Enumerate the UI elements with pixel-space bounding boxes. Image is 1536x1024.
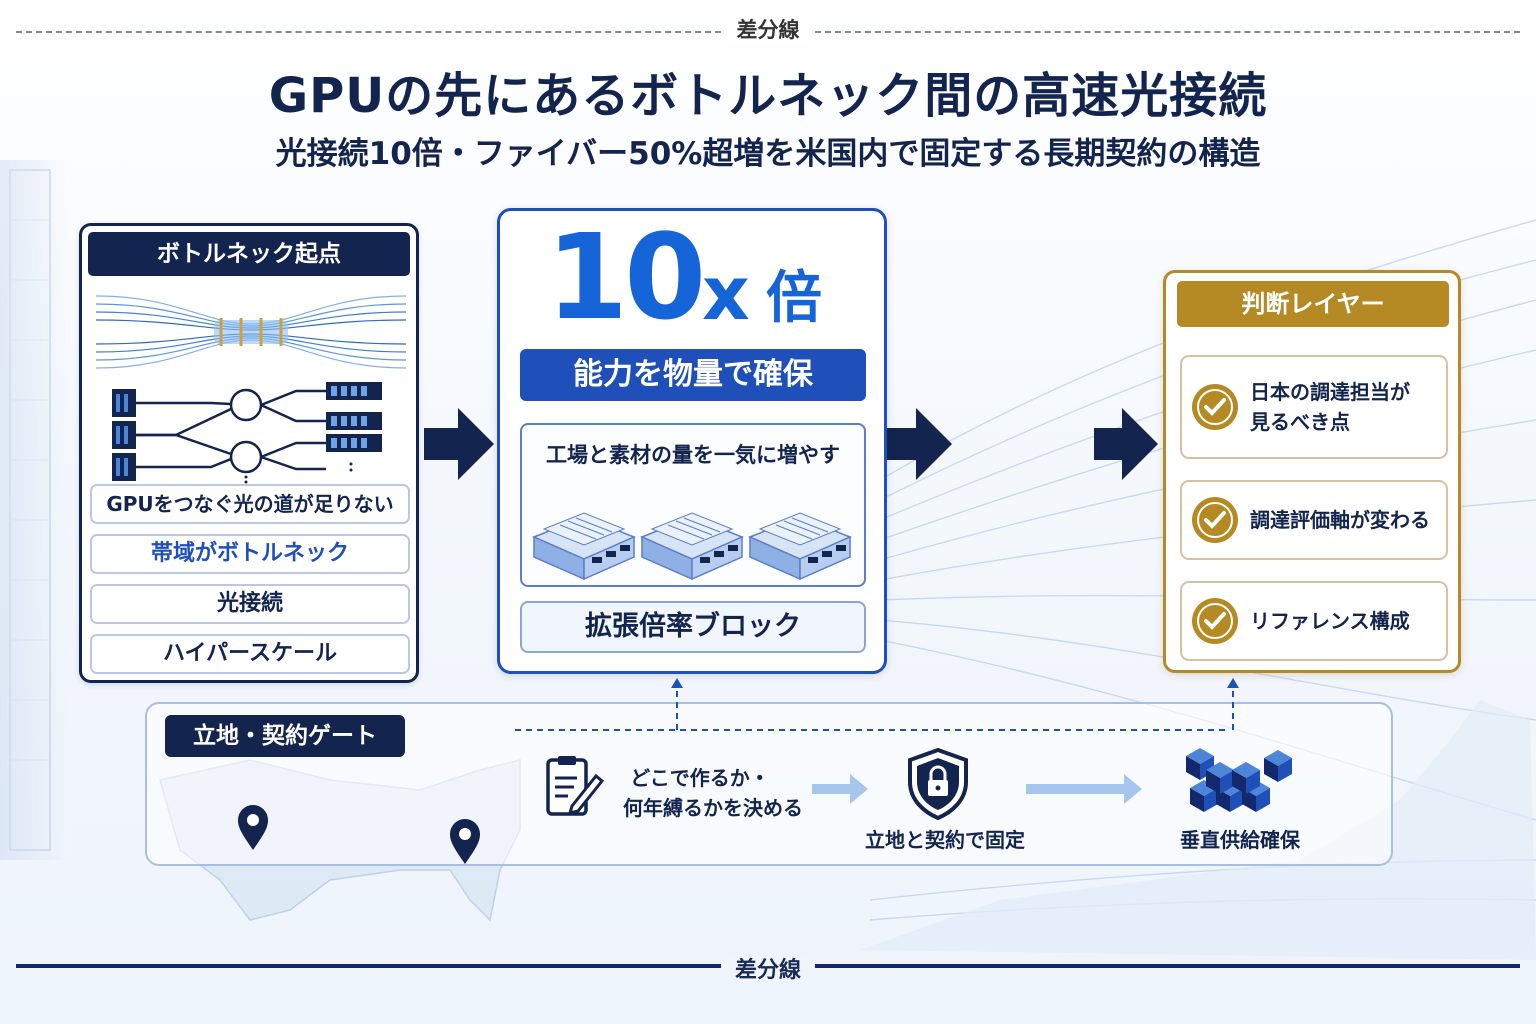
check-icon [1192, 497, 1238, 543]
gate-step1-line2: 何年縛るかを決める [623, 796, 803, 820]
shield-lock-icon [908, 748, 968, 820]
check-item-2-label: 調達評価軸が変わる [1250, 508, 1430, 532]
page-title: GPUの先にあるボトルネック間の高速光接続 [268, 68, 1268, 124]
server-rack-icon [112, 389, 136, 481]
cubes-icon [1186, 748, 1292, 812]
expansion-block: 拡張倍率ブロック [520, 601, 866, 653]
location-contract-gate-label: 立地・契約ゲート [165, 715, 405, 757]
bottleneck-origin-panel: ボトルネック起点 [79, 223, 419, 683]
gate-step2-label: 立地と契約で固定 [865, 828, 1025, 852]
flow-arrow-icon [1026, 774, 1142, 804]
check-item-1-line1: 日本の調達担当が [1250, 380, 1410, 404]
page-subtitle: 光接続10倍・ファイバー50%超増を米国内で固定する長期契約の構造 [275, 136, 1261, 172]
gate-step3-label: 垂直供給確保 [1180, 828, 1300, 852]
multiplier-number: 10 [546, 208, 706, 346]
check-item-3: リファレンス構成 [1180, 581, 1448, 661]
check-item-1-line2: 見るべき点 [1250, 410, 1350, 434]
factory-box: 工場と素材の量を一気に増やす [520, 423, 866, 587]
arrow-right-icon [886, 408, 952, 480]
top-divider-label: 差分線 [0, 14, 1536, 44]
decision-layer-heading: 判断レイヤー [1177, 281, 1449, 327]
check-item-3-label: リファレンス構成 [1250, 609, 1410, 633]
left-row-3: 光接続 [90, 584, 410, 624]
network-node-icon [136, 388, 326, 474]
capacity-panel: 10 x 倍 能力を物量で確保 工場と素材の量を一気に増やす 拡張倍率ブロック [497, 208, 887, 674]
check-item-2: 調達評価軸が変わる [1180, 480, 1448, 560]
gate-step1-line1: どこで作るか・ [630, 766, 770, 790]
capacity-banner: 能力を物量で確保 [520, 349, 866, 401]
factory-label: 工場と素材の量を一気に増やす [546, 443, 840, 467]
bottom-divider-label: 差分線 [0, 952, 1536, 984]
arrow-right-icon [424, 408, 494, 480]
flow-arrow-icon [812, 774, 868, 804]
decision-layer-panel: 判断レイヤー 日本の調達担当が 見るべき点 調達評価軸が変わる リファレンス構成 [1163, 270, 1461, 673]
fiber-bundle-icon [96, 295, 406, 484]
bottleneck-origin-heading: ボトルネック起点 [88, 232, 410, 276]
check-icon [1192, 598, 1238, 644]
multiplier-unit: 倍 [766, 266, 822, 331]
left-row-4: ハイパースケール [90, 634, 410, 674]
map-pin-icon [450, 819, 480, 864]
check-icon [1192, 384, 1238, 430]
arrow-right-icon [1094, 408, 1158, 480]
left-row-1: GPUをつなぐ光の道が足りない [90, 484, 410, 524]
multiplier-x: x [702, 251, 750, 337]
clipboard-pen-icon [546, 756, 605, 816]
factory-icon [532, 512, 851, 581]
left-row-2: 帯域がボトルネック [90, 534, 410, 574]
dashed-connector [515, 678, 1239, 731]
check-item-1: 日本の調達担当が 見るべき点 [1180, 355, 1448, 459]
map-pin-icon [238, 805, 268, 850]
